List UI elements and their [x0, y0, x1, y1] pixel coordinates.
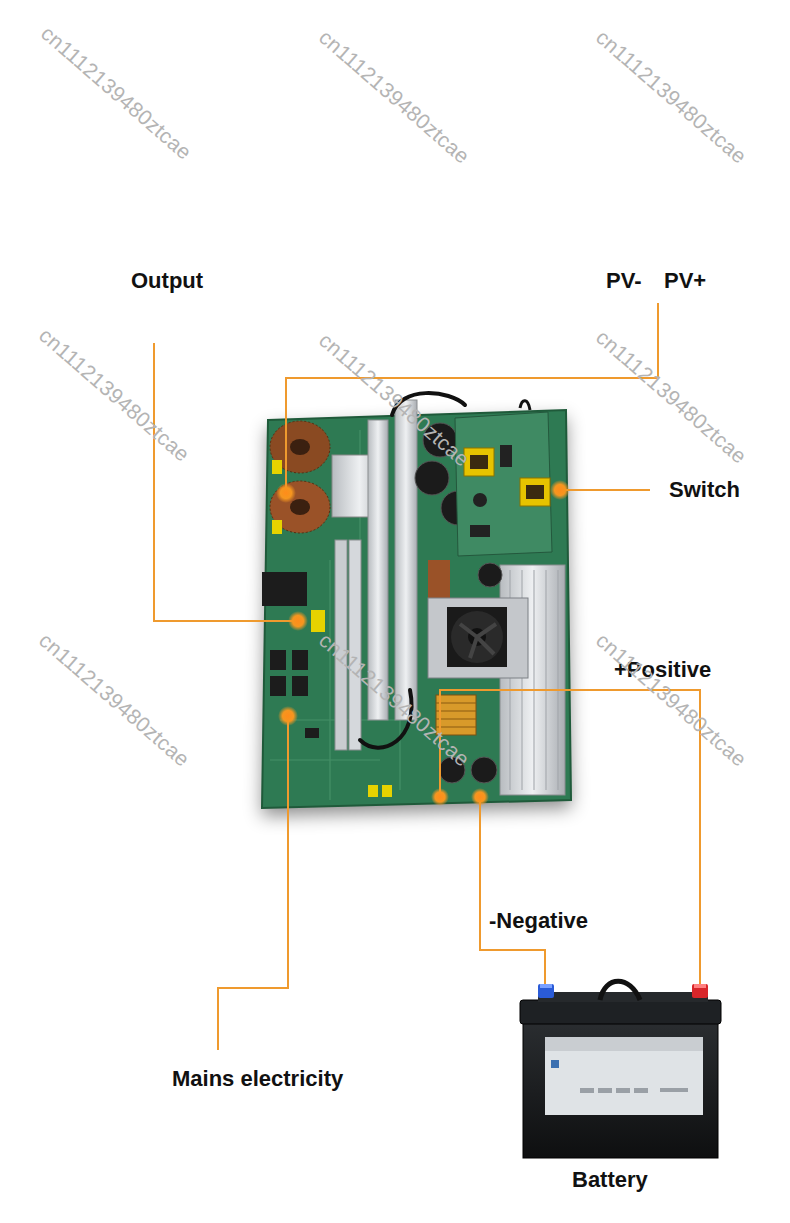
- battery-illustration-part: [538, 992, 708, 1002]
- leader-line-part: [154, 343, 298, 621]
- callout-label: PV+: [664, 268, 706, 294]
- relay-part: [311, 610, 325, 632]
- battery-illustration-part: [520, 1000, 721, 1024]
- toroid-coil-part: [270, 421, 330, 473]
- battery-illustration-part: [692, 984, 708, 998]
- relay-part: [292, 676, 308, 696]
- cooling-fan: [428, 598, 528, 678]
- heatsink-part-part: [558, 570, 559, 790]
- callout-dot-part: [276, 483, 296, 503]
- battery-illustration-part-part: [616, 1088, 630, 1093]
- callout-label: Mains electricity: [172, 1066, 343, 1092]
- toroid-coil-part: [290, 439, 310, 455]
- watermark: cn1112139480ztcae: [592, 628, 753, 772]
- callout-label: PV-: [606, 268, 641, 294]
- callout-dot-part: [471, 788, 489, 806]
- battery-illustration-part: [540, 984, 552, 988]
- power-supply-board: [455, 401, 552, 556]
- power-supply-board-part: [520, 478, 550, 506]
- heatsink-part: [395, 400, 417, 720]
- power-supply-board-part: [520, 401, 530, 410]
- battery-illustration-part-part: [580, 1088, 594, 1093]
- cooling-fan-part: [447, 607, 507, 667]
- power-supply-board-part: [470, 455, 488, 469]
- leader-line-part: [218, 716, 288, 1050]
- inductor-part-part: [436, 719, 476, 720]
- callout-label: Switch: [669, 477, 740, 503]
- relay-part: [305, 728, 319, 738]
- battery-illustration-part: [545, 1037, 703, 1115]
- callout-dot-part: [288, 611, 308, 631]
- relay-part: [270, 676, 286, 696]
- callout-label: Output: [131, 268, 203, 294]
- callout-dot-part: [431, 788, 449, 806]
- relay-part: [382, 785, 392, 797]
- relay-part: [272, 460, 282, 474]
- relay-part: [368, 785, 378, 797]
- relay-part: [292, 650, 308, 670]
- power-supply-board-part: [473, 493, 487, 507]
- toroid-coil-part: [270, 421, 330, 473]
- watermark: cn1112139480ztcae: [592, 325, 753, 469]
- callout-dot-part: [550, 480, 570, 500]
- inductor-part: [428, 560, 450, 600]
- cooling-fan-part-part: [477, 637, 494, 654]
- cooling-fan-part-part: [460, 624, 477, 637]
- relay-part: [270, 650, 286, 670]
- battery-illustration-part: [551, 1060, 559, 1068]
- leader-line-part: [480, 797, 545, 985]
- battery-illustration: [520, 981, 721, 1158]
- battery-illustration-part-part: [634, 1088, 648, 1093]
- battery-illustration-part: [694, 984, 706, 988]
- battery-illustration-part-part: [598, 1088, 612, 1093]
- watermark: cn1112139480ztcae: [35, 323, 196, 467]
- toroid-coil: [270, 421, 330, 533]
- cooling-fan-part: [460, 624, 496, 658]
- battery-illustration-part-part: [660, 1088, 688, 1092]
- cooling-fan-part: [451, 611, 503, 663]
- battery-illustration-part: [580, 1088, 688, 1093]
- heatsink-part-part: [534, 570, 535, 790]
- watermark: cn1112139480ztcae: [37, 21, 198, 165]
- relay-part: [272, 520, 282, 534]
- toroid-coil-part: [270, 481, 330, 533]
- inverter-board-part-part: [270, 759, 380, 760]
- battery-illustration-part: [600, 981, 640, 1000]
- battery-illustration-part: [523, 1022, 718, 1158]
- leader-line-part: [560, 489, 650, 491]
- callout-dot-part: [278, 706, 298, 726]
- capacitor-part: [471, 757, 497, 783]
- inverter-board-part-part: [329, 560, 330, 800]
- capacitor-part: [415, 461, 449, 495]
- callout-label: -Negative: [489, 908, 588, 934]
- watermark: cn1112139480ztcae: [315, 25, 476, 169]
- watermark: cn1112139480ztcae: [592, 25, 753, 169]
- power-supply-board-part: [455, 412, 552, 556]
- callout-label: Battery: [572, 1167, 648, 1193]
- callout-dot: [276, 480, 570, 806]
- relay: [262, 460, 392, 797]
- power-supply-board-part: [526, 485, 544, 499]
- heatsink-part-part: [546, 570, 547, 790]
- watermark: cn1112139480ztcae: [35, 628, 196, 772]
- cooling-fan-part-part: [470, 637, 477, 658]
- cooling-fan-part: [428, 598, 528, 678]
- capacitor-part: [478, 563, 502, 587]
- battery-illustration-part: [545, 1037, 703, 1051]
- cooling-fan-part-part: [477, 624, 496, 637]
- battery-illustration-part: [538, 984, 554, 998]
- inductor-part-part: [436, 703, 476, 704]
- toroid-coil-part: [270, 481, 330, 533]
- power-supply-board-part: [500, 445, 512, 467]
- leader-line-part: [440, 690, 700, 985]
- toroid-coil-part: [290, 499, 310, 515]
- inductor-part-part: [436, 711, 476, 712]
- power-supply-board-part: [470, 525, 490, 537]
- relay-part: [262, 572, 307, 606]
